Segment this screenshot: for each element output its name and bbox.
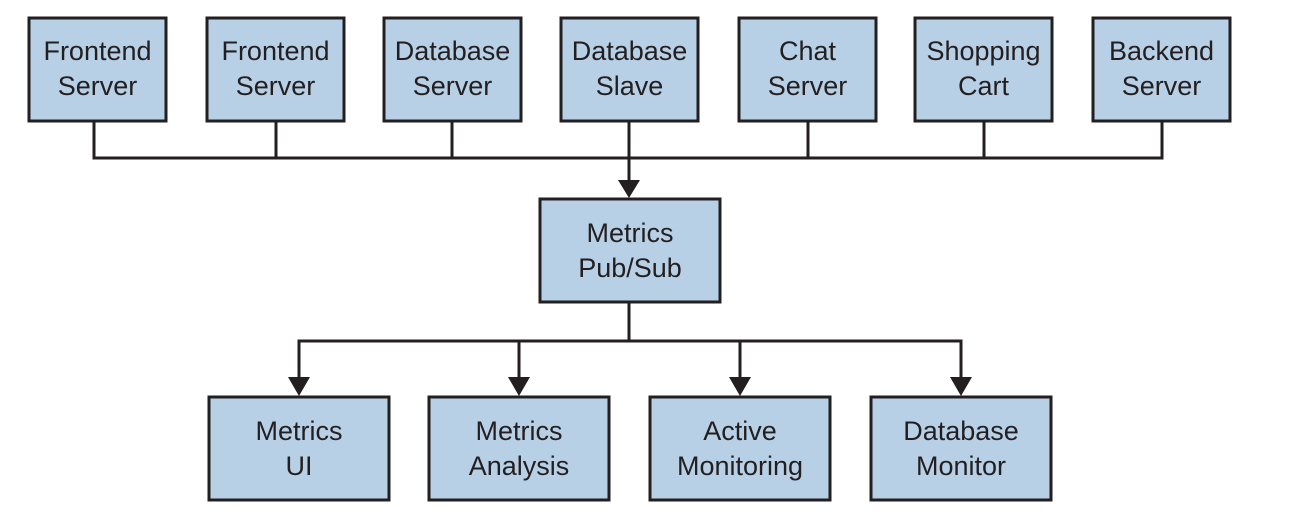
node-label-line1: Metrics: [587, 218, 674, 248]
node-box: [382, 16, 523, 123]
node-label-line2: Server: [413, 71, 493, 101]
consumer-connectors: [288, 302, 972, 396]
node-box: [205, 16, 346, 123]
node-box: [737, 16, 878, 123]
node-label-line1: Shopping: [926, 36, 1040, 66]
node-label-line1: Database: [572, 36, 688, 66]
node-box: [207, 395, 391, 502]
consumer-arrowhead-1: [288, 377, 310, 396]
node-label-line1: Chat: [779, 36, 837, 66]
node-box: [538, 197, 722, 304]
node-box: [869, 395, 1053, 502]
node-label-line1: Frontend: [43, 36, 151, 66]
node-label-line2: UI: [286, 451, 313, 481]
node-label-line2: Server: [236, 71, 316, 101]
node-box: [648, 395, 832, 502]
node-box: [913, 16, 1054, 123]
node-box: [559, 16, 700, 123]
consumer-node-metrics-analysis: Metrics Analysis: [427, 395, 611, 502]
node-label-line1: Frontend: [221, 36, 329, 66]
consumer-arrowhead-4: [950, 377, 972, 396]
node-label-line2: Monitor: [916, 451, 1006, 481]
source-connectors: [92, 121, 1164, 198]
node-label-line2: Server: [58, 71, 138, 101]
source-node-database-server: Database Server: [382, 16, 523, 123]
source-node-frontend-server-1: Frontend Server: [27, 16, 168, 123]
node-label-line2: Server: [1122, 71, 1202, 101]
source-node-shopping-cart: Shopping Cart: [913, 16, 1054, 123]
node-label-line1: Metrics: [256, 416, 343, 446]
node-label-line1: Database: [903, 416, 1019, 446]
node-label-line1: Database: [395, 36, 511, 66]
node-label-line2: Pub/Sub: [578, 253, 682, 283]
hub-node-metrics-pubsub: Metrics Pub/Sub: [538, 197, 722, 304]
node-label-line2: Monitoring: [677, 451, 803, 481]
node-box: [1091, 16, 1232, 123]
node-label-line1: Backend: [1109, 36, 1214, 66]
node-label-line2: Cart: [958, 71, 1010, 101]
node-box: [427, 395, 611, 502]
node-label-line1: Metrics: [476, 416, 563, 446]
node-label-line2: Server: [768, 71, 848, 101]
source-node-chat-server: Chat Server: [737, 16, 878, 123]
hub-arrowhead: [618, 180, 640, 198]
consumer-node-database-monitor: Database Monitor: [869, 395, 1053, 502]
source-node-database-slave: Database Slave: [559, 16, 700, 123]
node-label-line2: Slave: [596, 71, 664, 101]
node-box: [27, 16, 168, 123]
node-label-line1: Active: [703, 416, 777, 446]
source-node-frontend-server-2: Frontend Server: [205, 16, 346, 123]
consumer-arrowhead-3: [729, 377, 751, 396]
consumer-node-active-monitoring: Active Monitoring: [648, 395, 832, 502]
consumer-arrowhead-2: [508, 377, 530, 396]
node-label-line2: Analysis: [469, 451, 570, 481]
source-node-backend-server: Backend Server: [1091, 16, 1232, 123]
consumer-node-metrics-ui: Metrics UI: [207, 395, 391, 502]
